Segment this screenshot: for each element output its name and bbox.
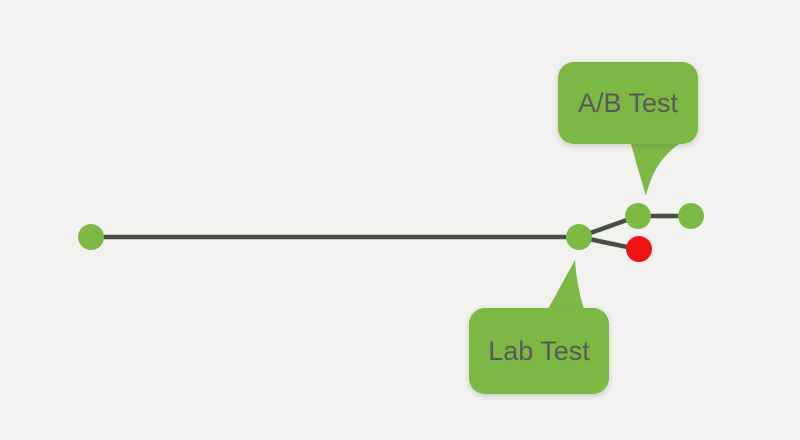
lab-test-failed-node bbox=[626, 236, 652, 262]
ab-test-node bbox=[625, 203, 651, 229]
lab-test-callout: Lab Test bbox=[469, 308, 609, 394]
lab-test-callout-label: Lab Test bbox=[488, 335, 590, 366]
branch-node bbox=[566, 224, 592, 250]
head-node bbox=[678, 203, 704, 229]
ab-test-callout-tail bbox=[631, 144, 679, 196]
start-node bbox=[78, 224, 104, 250]
ab-test-callout-label: A/B Test bbox=[577, 87, 679, 118]
ab-test-callout: A/B Test bbox=[558, 62, 698, 144]
edges bbox=[91, 213, 691, 252]
lab-test-callout-tail bbox=[548, 260, 584, 309]
